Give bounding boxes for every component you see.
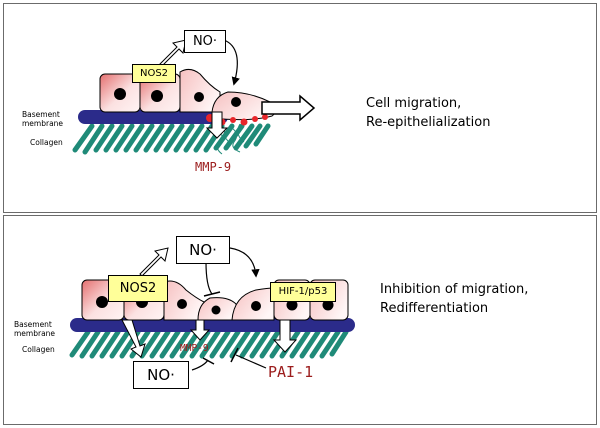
- bottom-no-arrow-up: [139, 247, 169, 277]
- bottom-caption-line-1: Inhibition of migration,: [380, 282, 529, 297]
- top-collagen-label: Collagen: [30, 138, 63, 147]
- top-no-box: NO·: [184, 30, 226, 53]
- bottom-no-box-bottom: NO·: [133, 361, 189, 389]
- top-collagen: [72, 123, 271, 155]
- bottom-nucleus-7: [322, 299, 334, 311]
- top-basement-label: Basement membrane: [22, 110, 64, 128]
- top-basement-membrane: [78, 110, 228, 124]
- bottom-no-label-bottom: NO·: [147, 366, 175, 384]
- top-caption-line-1: Cell migration,: [366, 96, 462, 111]
- bottom-caption-line-2: Redifferentiation: [380, 301, 489, 316]
- bottom-nucleus-1: [96, 296, 108, 308]
- top-nucleus-4: [231, 97, 241, 107]
- bottom-nucleus-3: [177, 299, 187, 309]
- bottom-no-box-top: NO·: [176, 236, 230, 264]
- bottom-no-arrow-down: [121, 319, 146, 358]
- bottom-no-label-top: NO·: [189, 241, 217, 259]
- bottom-hif-box: HIF-1/p53: [270, 282, 336, 302]
- bottom-collagen-label: Collagen: [22, 345, 55, 354]
- top-cell-3: [179, 68, 221, 113]
- bottom-nos2-box: NOS2: [108, 275, 168, 302]
- top-nos2-label: NOS2: [139, 68, 169, 79]
- top-no-label: NO·: [192, 34, 218, 49]
- bottom-inhibition-pai-mmp: [235, 354, 267, 369]
- top-caption-line-2: Re-epithelialization: [366, 115, 491, 130]
- bottom-caption: Inhibition of migration, Redifferentiati…: [380, 280, 528, 318]
- top-no-arrow: [159, 39, 187, 67]
- bottom-nucleus-4: [211, 305, 221, 315]
- bottom-pai1-label: PAI-1: [268, 363, 314, 381]
- top-nucleus-3: [194, 92, 204, 102]
- bottom-pai-arrow: [272, 319, 298, 353]
- bottom-hif-label: HIF-1/p53: [278, 286, 328, 297]
- bottom-mmp-arrow: [189, 319, 211, 341]
- bottom-curved-arrow: [229, 247, 260, 278]
- top-curved-arrow: [223, 39, 240, 86]
- bottom-nucleus-5: [251, 301, 261, 311]
- top-caption: Cell migration, Re-epithelialization: [366, 94, 490, 132]
- top-mmp9-label: MMP-9: [195, 160, 232, 174]
- bottom-mmp9-label: MMP-9: [180, 343, 209, 354]
- top-migration-arrow: [261, 94, 316, 122]
- bottom-nos2-label: NOS2: [119, 281, 157, 296]
- bottom-collagen: [69, 329, 349, 359]
- top-nos2-box: NOS2: [132, 64, 176, 83]
- bottom-basement-label: Basement membrane: [14, 320, 56, 338]
- bottom-diagram: [69, 247, 355, 371]
- bottom-inhibition-top: [205, 261, 213, 295]
- top-nucleus-1: [114, 88, 126, 100]
- top-down-arrow: [205, 111, 229, 139]
- bottom-inhibition-no-mmp: [191, 359, 209, 371]
- bottom-nucleus-6: [286, 299, 298, 311]
- top-nucleus-2: [151, 90, 163, 102]
- top-diagram: [72, 39, 316, 155]
